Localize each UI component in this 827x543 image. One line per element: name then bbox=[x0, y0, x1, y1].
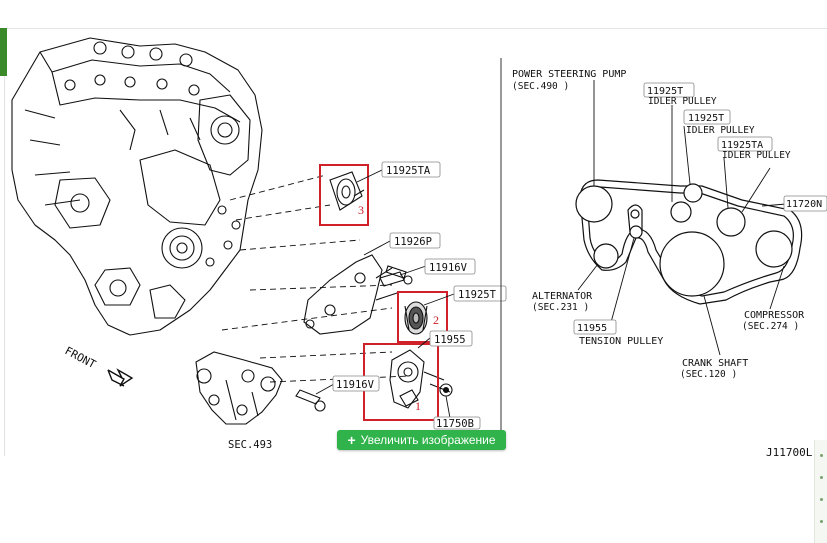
highlight-box-3 bbox=[319, 164, 369, 226]
callout-11750b: 11750B bbox=[436, 418, 474, 430]
left-callout-boxes bbox=[332, 161, 507, 430]
idler3-code: 11925TA bbox=[721, 140, 763, 151]
idler2-code: 11925T bbox=[688, 113, 724, 124]
crank-sec: (SEC.120 ) bbox=[680, 369, 737, 380]
marker-3: 3 bbox=[358, 203, 364, 217]
bolt-drawing-upper bbox=[385, 265, 413, 285]
right-side-panel bbox=[814, 440, 827, 543]
page-border bbox=[4, 76, 5, 456]
idler1-code: 11925T bbox=[647, 86, 683, 97]
idler3-name: IDLER PULLEY bbox=[722, 150, 791, 161]
callout-11955: 11955 bbox=[434, 334, 466, 346]
belt-code: 11720N bbox=[786, 199, 822, 210]
panel-dot bbox=[820, 476, 823, 479]
plus-icon: + bbox=[347, 432, 356, 448]
dashed-guide-lines bbox=[221, 174, 411, 383]
callout-11916v-lower: 11916V bbox=[336, 379, 375, 391]
alternator-sec: (SEC.231 ) bbox=[532, 302, 589, 313]
callout-11926p: 11926P bbox=[394, 236, 432, 248]
callout-11925t: 11925T bbox=[458, 289, 497, 301]
right-code-boxes bbox=[573, 82, 827, 335]
left-callout-leaders bbox=[315, 169, 455, 419]
marker-2: 2 bbox=[433, 313, 439, 327]
right-leader-lines bbox=[577, 80, 787, 356]
enlarge-image-label: Увеличить изображение bbox=[360, 433, 496, 447]
callout-11916v-upper: 11916V bbox=[429, 262, 468, 274]
ps-pump-label: POWER STEERING PUMP bbox=[512, 69, 626, 80]
tension-code: 11955 bbox=[577, 323, 607, 334]
top-bar bbox=[0, 0, 827, 29]
front-arrow-icon bbox=[107, 368, 134, 387]
crank-label: CRANK SHAFT bbox=[682, 358, 748, 369]
belt-routing-drawing bbox=[575, 179, 803, 305]
front-label: FRONT bbox=[63, 344, 99, 371]
panel-dot bbox=[820, 520, 823, 523]
panel-dot bbox=[820, 498, 823, 501]
panel-dot bbox=[820, 454, 823, 457]
marker-1: 1 bbox=[415, 399, 421, 413]
compressor-label: COMPRESSOR bbox=[744, 310, 805, 321]
engine-block-drawing bbox=[11, 37, 263, 336]
compressor-sec: (SEC.274 ) bbox=[742, 321, 799, 332]
ps-pump-sec: (SEC.490 ) bbox=[512, 81, 569, 92]
highlight-box-2 bbox=[397, 291, 448, 343]
tension-pulley-drawing bbox=[389, 349, 453, 409]
alternator-label: ALTERNATOR bbox=[532, 291, 593, 302]
tension-name: TENSION PULLEY bbox=[579, 336, 663, 347]
sec493-label: SEC.493 bbox=[228, 439, 272, 451]
diagram-code: J11700L bbox=[766, 446, 813, 459]
side-accent-bar bbox=[0, 28, 7, 76]
idler2-name: IDLER PULLEY bbox=[686, 125, 755, 136]
sec493-bracket-drawing bbox=[195, 351, 283, 425]
idler-pulley-drawing-3 bbox=[329, 171, 365, 211]
idler-pulley-drawing-2 bbox=[404, 301, 428, 335]
idler1-name: IDLER PULLEY bbox=[648, 96, 717, 107]
callout-11925ta: 11925TA bbox=[386, 165, 431, 177]
bolt-drawing-lower bbox=[295, 389, 326, 412]
enlarge-image-button[interactable]: + Увеличить изображение bbox=[337, 430, 506, 450]
